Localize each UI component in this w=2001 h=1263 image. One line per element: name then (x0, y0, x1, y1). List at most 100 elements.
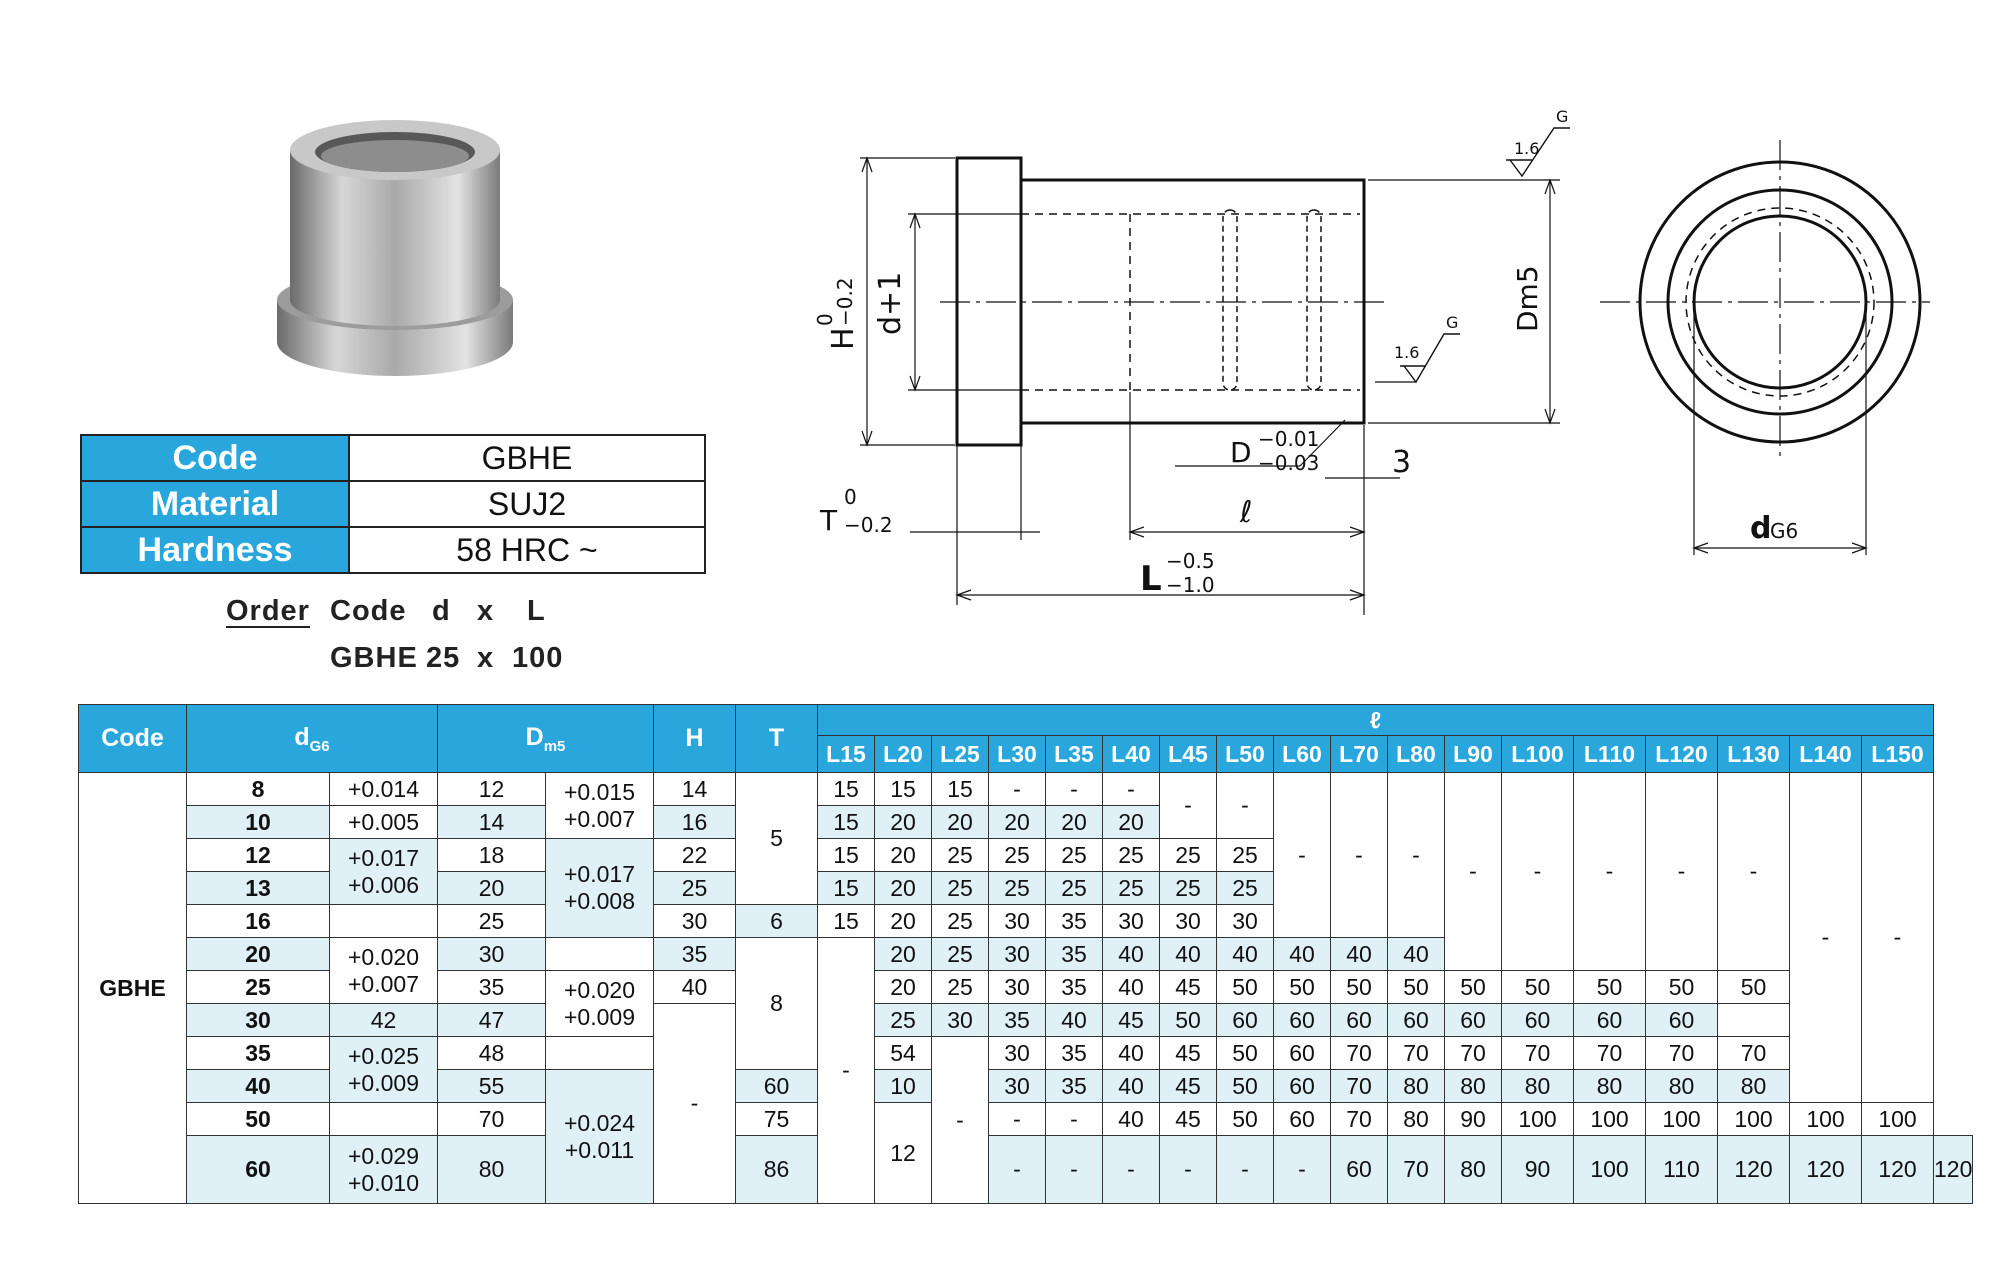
len-cell: - (653, 1003, 736, 1204)
len-cell: 25 (931, 871, 989, 905)
D-tol-cell: +0.015+0.007 (545, 772, 654, 839)
len-cell: 70 (1330, 1069, 1388, 1103)
len-cell: 20 (874, 838, 932, 872)
len-cell: 45 (1159, 1102, 1217, 1136)
H-cell: 47 (437, 1003, 546, 1037)
t-tol-upper: 0 (844, 485, 857, 509)
len-cell: 20 (874, 805, 932, 839)
len-cell: 30 (1102, 904, 1160, 938)
len-cell: - (1330, 772, 1388, 938)
len-cell: 35 (1045, 970, 1103, 1004)
order-example-d: 25 (426, 642, 461, 674)
len-cell: 80 (1387, 1102, 1445, 1136)
len-cell: - (1444, 772, 1502, 971)
len-cell: 70 (1573, 1036, 1646, 1070)
d-cell: 35 (186, 1036, 330, 1070)
len-cell: 60 (1273, 1036, 1331, 1070)
len-cell: 60 (1330, 1003, 1388, 1037)
header-d: dG6 (186, 704, 438, 773)
len-cell: 35 (1045, 904, 1103, 938)
len-cell: - (1045, 1102, 1103, 1136)
len-cell: 70 (1387, 1036, 1445, 1070)
len-cell: 120 (1789, 1135, 1862, 1204)
len-cell: 25 (1045, 838, 1103, 872)
len-cell: 70 (1501, 1036, 1574, 1070)
len-cell: 35 (1045, 937, 1103, 971)
len-cell: 50 (1645, 970, 1718, 1004)
len-cell: 25 (1159, 871, 1217, 905)
len-cell: 80 (1717, 1069, 1790, 1103)
len-cell: 15 (817, 871, 875, 905)
header-ell: ℓ (817, 704, 1934, 736)
header-D: Dm5 (437, 704, 654, 773)
len-cell: 120 (1717, 1135, 1790, 1204)
len-cell: 80 (1387, 1069, 1445, 1103)
length-header-l60: L60 (1273, 735, 1331, 773)
len-cell: - (1216, 1135, 1274, 1204)
length-header-l130: L130 (1717, 735, 1790, 773)
d-tol-cell: +0.017+0.006 (329, 838, 438, 905)
d-tol-cell: +0.025+0.009 (329, 1036, 438, 1103)
len-cell: 30 (988, 1069, 1046, 1103)
len-cell: 40 (1159, 937, 1217, 971)
len-cell: 15 (874, 772, 932, 806)
len-cell: 120 (1861, 1135, 1934, 1204)
len-cell: 25 (1159, 838, 1217, 872)
d-cell: 12 (186, 838, 330, 872)
H-cell: 54 (874, 1036, 932, 1070)
d-cell: 25 (186, 970, 330, 1004)
len-cell: 100 (1789, 1102, 1862, 1136)
len-cell: 25 (988, 838, 1046, 872)
len-cell: 40 (1102, 1069, 1160, 1103)
len-cell: - (1645, 772, 1718, 971)
len-cell: 15 (817, 838, 875, 872)
len-cell: - (988, 1102, 1046, 1136)
D-cell: 48 (437, 1036, 546, 1070)
order-field-d: d (432, 595, 451, 627)
roughness-side: 1.6 (1394, 343, 1419, 362)
ell-label: ℓ (1239, 495, 1252, 530)
length-header-l20: L20 (874, 735, 932, 773)
len-cell: 60 (1573, 1003, 1646, 1037)
order-field-code: Code (330, 595, 407, 627)
len-cell: 30 (1216, 904, 1274, 938)
l-label: L (1140, 559, 1162, 599)
len-cell: 50 (1717, 970, 1790, 1004)
d-outer-label: D (1230, 436, 1252, 469)
len-cell: 100 (1573, 1102, 1646, 1136)
dg6-sub: G6 (1770, 519, 1798, 543)
D-tol-cell-empty (545, 1036, 654, 1070)
len-cell: - (988, 772, 1046, 806)
D-cell: 18 (437, 838, 546, 872)
H-cell: 30 (653, 904, 736, 938)
len-cell: 20 (874, 970, 932, 1004)
D-tol-cell: +0.020+0.009 (545, 970, 654, 1037)
D-cell: 12 (437, 772, 546, 806)
len-cell: 100 (1717, 1102, 1790, 1136)
len-cell: - (1159, 1135, 1217, 1204)
len-cell: 15 (931, 772, 989, 806)
len-cell: 90 (1501, 1135, 1574, 1204)
chamfer-label: 3 (1392, 445, 1411, 480)
len-cell: 60 (1645, 1003, 1718, 1037)
len-cell: 15 (817, 805, 875, 839)
len-cell: - (1789, 772, 1862, 1103)
D-cell: 42 (329, 1003, 438, 1037)
len-cell: - (1102, 772, 1160, 806)
len-cell: 80 (1501, 1069, 1574, 1103)
t-tol-lower: −0.2 (844, 513, 893, 537)
len-cell: 25 (988, 871, 1046, 905)
d-cell: 40 (186, 1069, 330, 1103)
d-tol-cell: +0.029+0.010 (329, 1135, 438, 1204)
T-cell: 8 (735, 937, 818, 1070)
length-header-l120: L120 (1645, 735, 1718, 773)
len-cell: - (817, 937, 875, 1204)
len-cell: 45 (1159, 1069, 1217, 1103)
len-cell: 100 (1573, 1135, 1646, 1204)
len-cell: 70 (1645, 1036, 1718, 1070)
dg6-label: d (1750, 511, 1771, 546)
d-cell: 30 (186, 1003, 330, 1037)
header-H: H (653, 704, 736, 773)
l-tol-lower: −1.0 (1166, 573, 1215, 597)
